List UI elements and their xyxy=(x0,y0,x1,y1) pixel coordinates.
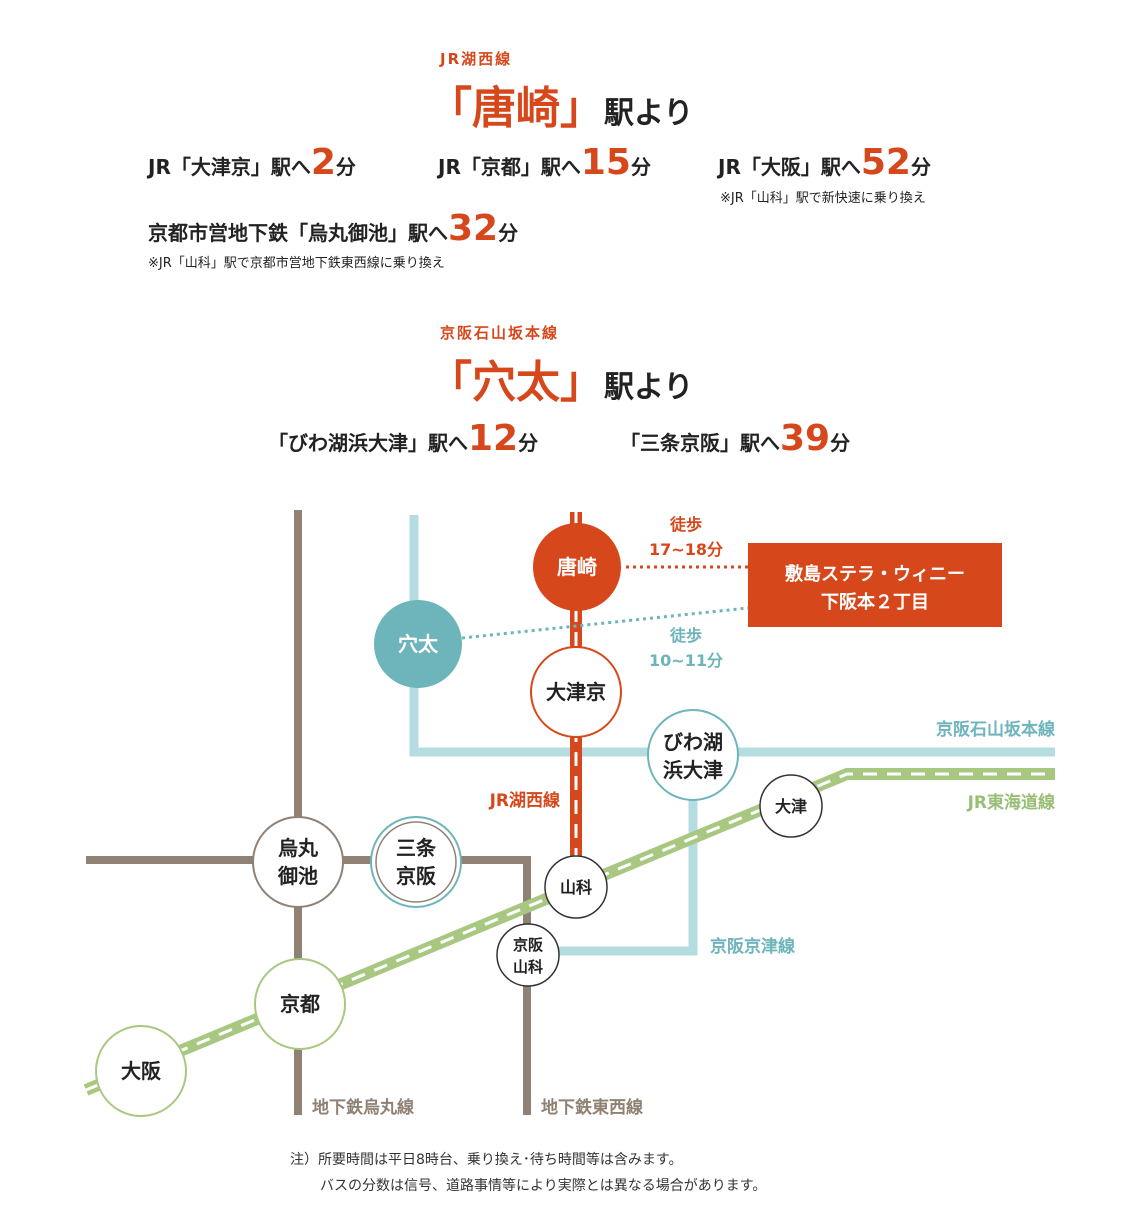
station-karasuma-label-2: 御池 xyxy=(277,864,318,888)
station-otsukyo-label: 大津京 xyxy=(546,680,606,704)
keihan-keishin-line xyxy=(530,770,698,956)
route-sanjo-keihan: 「三条京阪」駅へ39分 xyxy=(620,418,850,459)
route-label: 京都市営地下鉄「烏丸御池」駅へ xyxy=(148,221,448,245)
station-karasaki xyxy=(533,523,621,611)
station-osaka-label: 大阪 xyxy=(121,1059,162,1083)
karasaki-station-title: 「唐崎」 xyxy=(428,83,604,134)
line-label-subway-tozai: 地下鉄東西線 xyxy=(541,1097,643,1118)
line-label-keihan-ishiyama: 京阪石山坂本線 xyxy=(936,719,1055,740)
station-yamashina-label: 山科 xyxy=(560,878,592,897)
footnote-line-1: 注）所要時間は平日8時台、乗り換え･待ち時間等は含みます。 xyxy=(290,1152,683,1168)
station-otsu xyxy=(759,774,823,838)
route-osaka-note: ※JR「山科」駅で新快速に乗り換え xyxy=(720,191,926,206)
line-label-jr-kosei: JR湖西線 xyxy=(489,790,560,811)
station-biwako-label-1: びわ湖 xyxy=(663,730,723,754)
station-sanjo-keihan xyxy=(370,816,462,908)
anou-yori: 駅より xyxy=(604,370,694,405)
line-label-keihan-keishin: 京阪京津線 xyxy=(710,936,795,957)
route-minutes: 39 xyxy=(780,418,831,459)
route-label: JR「大阪」駅へ xyxy=(718,155,861,179)
station-yamashina xyxy=(544,855,608,919)
route-unit: 分 xyxy=(910,155,931,179)
route-karasuma-oike-note: ※JR「山科」駅で京都市営地下鉄東西線に乗り換え xyxy=(148,256,445,271)
karasaki-line-name: JR湖西線 xyxy=(440,50,513,68)
anou-heading: 「穴太」駅より xyxy=(428,346,693,410)
walk-anou-label: 徒歩 xyxy=(669,626,702,645)
route-unit: 分 xyxy=(830,431,851,455)
route-label: JR「京都」駅へ xyxy=(438,155,581,179)
walk-route-anou xyxy=(461,606,749,640)
station-biwako-hamaotsu xyxy=(647,709,739,801)
route-label: 「びわ湖浜大津」駅へ xyxy=(268,431,468,455)
karasaki-yori: 駅より xyxy=(604,96,694,131)
station-keihan-yamashina-label-2: 山科 xyxy=(513,958,543,976)
route-unit: 分 xyxy=(498,221,519,245)
route-osaka: JR「大阪」駅へ52分 xyxy=(718,142,931,183)
station-karasaki-label: 唐崎 xyxy=(557,555,597,579)
station-karasuma-label-1: 烏丸 xyxy=(278,836,319,860)
route-otsukyo: JR「大津京」駅へ2分 xyxy=(148,142,356,183)
station-biwako-label-2: 浜大津 xyxy=(663,758,723,782)
destination-name: 敷島ステラ・ウィニー xyxy=(785,563,965,585)
route-minutes: 52 xyxy=(860,142,911,183)
station-anou-label: 穴太 xyxy=(398,632,439,656)
karasaki-heading: 「唐崎」駅より xyxy=(428,72,693,136)
keihan-ishiyama-line xyxy=(409,515,1055,757)
footnote-line-2: バスの分数は信号、道路事情等により実際とは異なる場合があります。 xyxy=(320,1178,767,1194)
destination-address: 下阪本２丁目 xyxy=(821,591,929,613)
station-anou xyxy=(374,600,462,688)
route-minutes: 15 xyxy=(580,142,631,183)
line-label-jr-tokaido: JR東海道線 xyxy=(967,792,1055,813)
route-minutes: 2 xyxy=(310,142,336,183)
station-otsu-label: 大津 xyxy=(775,797,807,816)
walk-anou-time: 10~11分 xyxy=(649,651,723,670)
route-kyoto: JR「京都」駅へ15分 xyxy=(438,142,651,183)
route-label: 「三条京阪」駅へ xyxy=(620,431,780,455)
walk-karasaki-label: 徒歩 xyxy=(669,515,702,534)
station-sanjo-label-1: 三条 xyxy=(396,836,437,860)
route-unit: 分 xyxy=(630,155,651,179)
station-sanjo-keihan-inner-ring xyxy=(375,821,457,903)
route-unit: 分 xyxy=(335,155,356,179)
route-unit: 分 xyxy=(518,431,539,455)
destination-box xyxy=(748,543,1002,627)
route-minutes: 12 xyxy=(468,418,519,459)
route-minutes: 32 xyxy=(448,208,499,249)
subway-tozai-line xyxy=(86,856,531,1115)
walk-karasaki-time: 17~18分 xyxy=(649,540,723,559)
station-keihan-yamashina-label-1: 京阪 xyxy=(513,936,544,954)
route-label: JR「大津京」駅へ xyxy=(148,155,311,179)
station-karasuma-oike xyxy=(252,816,344,908)
route-karasuma-oike: 京都市営地下鉄「烏丸御池」駅へ32分 xyxy=(148,208,518,249)
station-kyoto-label: 京都 xyxy=(280,992,320,1016)
station-kyoto xyxy=(254,958,346,1050)
anou-line-name: 京阪石山坂本線 xyxy=(440,324,560,342)
route-biwako-hamaotsu: 「びわ湖浜大津」駅へ12分 xyxy=(268,418,538,459)
line-label-subway-karasuma: 地下鉄烏丸線 xyxy=(312,1097,414,1118)
station-keihan-yamashina xyxy=(496,923,560,987)
station-osaka xyxy=(95,1025,187,1117)
station-otsukyo xyxy=(530,646,622,738)
station-sanjo-label-2: 京阪 xyxy=(396,864,437,888)
anou-station-title: 「穴太」 xyxy=(428,357,604,408)
